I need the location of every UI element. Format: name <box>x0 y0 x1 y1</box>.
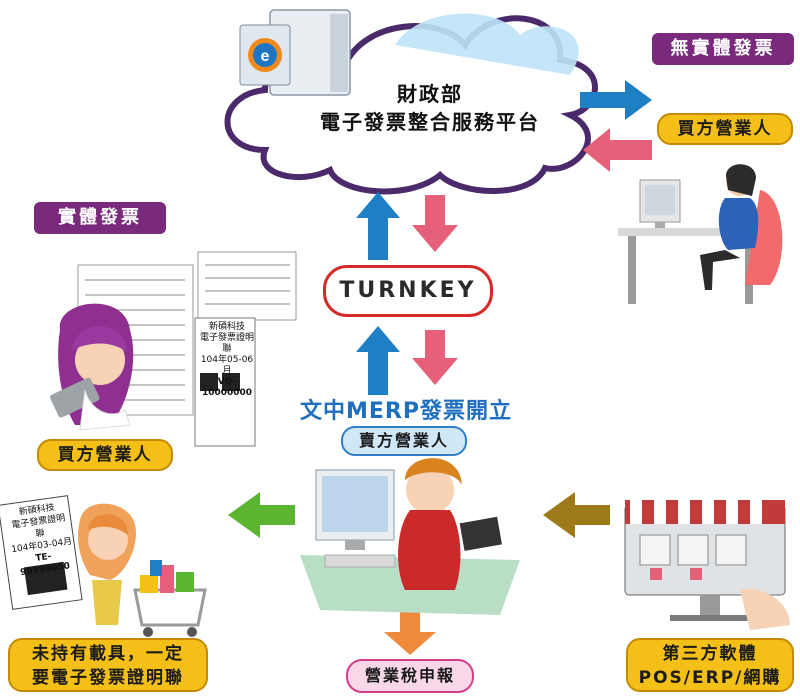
computer-icon <box>639 179 681 228</box>
arrow-from-buyer <box>583 128 652 172</box>
tag-no-physical-invoice: 無實體發票 <box>652 33 794 65</box>
receipt-center: 新碩科技 電子發票證明聯 104年05-06月 VQ-10000000 <box>199 322 255 399</box>
shopper-illustration <box>0 495 207 637</box>
seller-illustration <box>300 458 520 615</box>
arrow-up-2 <box>356 326 400 395</box>
receipt-center-period: 104年05-06月 <box>200 355 254 376</box>
buyer-office-illustration <box>618 164 783 304</box>
arrow-to-buyer <box>580 80 652 120</box>
arrow-olive <box>543 492 610 538</box>
no-carrier-line1: 未持有載具，一定 <box>32 644 184 664</box>
receipt-left: 新碩科技 電子發票證明聯 104年03-04月 TE-99999050 <box>5 500 76 580</box>
third-party-line2: POS/ERP/網購 <box>638 668 782 688</box>
no-carrier-line2: 要電子發票證明聯 <box>32 668 184 688</box>
receipt-center-title: 電子發票證明聯 <box>199 333 254 354</box>
third-party-line1: 第三方軟體 <box>662 644 758 664</box>
third-party-label: 第三方軟體 POS/ERP/網購 <box>626 638 794 692</box>
receipt-center-number: VQ-10000000 <box>201 377 253 398</box>
server-icon: e <box>239 9 351 96</box>
girl-illustration <box>50 303 134 431</box>
platform-title-line2: 電子發票整合服務平台 <box>320 110 540 134</box>
svg-text:e: e <box>261 48 270 65</box>
buyer-label-right: 買方營業人 <box>657 113 793 145</box>
arrow-up-1 <box>356 192 400 260</box>
buyer-label-left: 買方營業人 <box>37 439 173 471</box>
seller-label: 賣方營業人 <box>341 426 467 456</box>
shopping-cart-icon <box>133 560 207 637</box>
arrow-green <box>228 492 295 538</box>
shop-icon <box>624 500 790 630</box>
tax-filing-label: 營業稅申報 <box>346 659 474 693</box>
no-carrier-label: 未持有載具，一定 要電子發票證明聯 <box>8 638 208 692</box>
arrow-down-1 <box>412 195 458 252</box>
tag-physical-invoice: 實體發票 <box>34 202 166 234</box>
receipt-center-company: 新碩科技 <box>208 322 245 332</box>
arrow-down-2 <box>412 330 458 385</box>
arrow-orange <box>384 612 436 655</box>
turnkey-box: TURNKEY <box>323 265 493 317</box>
platform-title: 財政部 電子發票整合服務平台 <box>300 80 560 136</box>
merp-title: 文中MERP發票開立 <box>300 399 512 424</box>
platform-title-line1: 財政部 <box>397 82 463 106</box>
